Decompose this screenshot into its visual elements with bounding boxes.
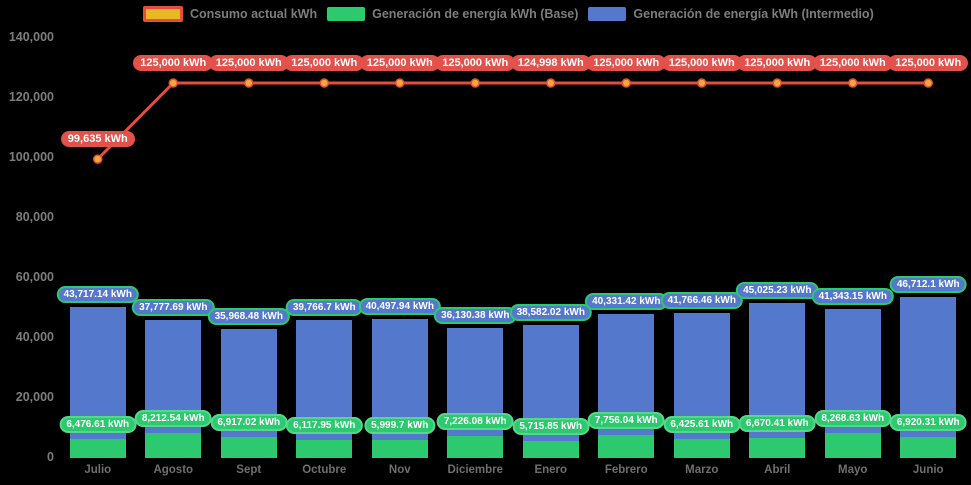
base-value-label: 7,756.04 kWh <box>587 411 665 429</box>
consumption-point-marker[interactable] <box>395 78 405 88</box>
intermedio-value-label: 43,717.14 kWh <box>56 286 139 304</box>
x-axis-month-label: Nov <box>388 464 411 476</box>
x-axis-month-label: Marzo <box>685 464 719 476</box>
consumption-point-marker[interactable] <box>470 78 480 88</box>
consumption-value-label: 125,000 kWh <box>435 55 516 71</box>
consumption-point-marker[interactable] <box>923 78 933 88</box>
base-value-label: 8,212.54 kWh <box>134 410 212 428</box>
bar-segment-base[interactable] <box>824 433 881 458</box>
consumption-value-label: 125,000 kWh <box>359 55 440 71</box>
consumption-point-marker[interactable] <box>697 78 707 88</box>
intermedio-value-label: 40,331.42 kWh <box>585 292 668 310</box>
consumption-point-marker[interactable] <box>546 78 556 88</box>
x-axis-month-label: Sept <box>236 464 262 476</box>
intermedio-series-swatch-icon <box>588 7 627 21</box>
consumption-value-label: 125,000 kWh <box>661 55 742 71</box>
base-value-label: 7,226.08 kWh <box>436 413 514 431</box>
intermedio-value-label: 40,497.94 kWh <box>358 297 441 315</box>
consumption-point-marker[interactable] <box>621 78 631 88</box>
intermedio-value-label: 35,968.48 kWh <box>207 308 290 326</box>
legend-item-consumo-actual[interactable]: Consumo actual kWh <box>143 6 317 22</box>
intermedio-value-label: 38,582.02 kWh <box>509 304 592 322</box>
y-axis-tick-label: 20,000 <box>15 390 54 404</box>
bar-segment-base[interactable] <box>145 433 202 458</box>
chart-legend: Consumo actual kWh Generación de energía… <box>143 6 874 22</box>
bar-segment-base[interactable] <box>900 437 957 458</box>
legend-label-generacion-base: Generación de energía kWh (Base) <box>372 7 579 21</box>
consumption-value-label: 125,000 kWh <box>888 55 969 71</box>
legend-item-generacion-intermedio[interactable]: Generación de energía kWh (Intermedio) <box>588 7 874 21</box>
x-axis-month-label: Enero <box>534 464 568 476</box>
base-value-label: 5,999.7 kWh <box>364 417 436 434</box>
bar-segment-base[interactable] <box>673 438 730 458</box>
consumption-value-label: 125,000 kWh <box>812 55 893 71</box>
x-axis-month-label: Agosto <box>153 464 194 476</box>
legend-label-consumo-actual: Consumo actual kWh <box>190 7 318 21</box>
base-value-label: 6,917.02 kWh <box>210 414 288 432</box>
intermedio-value-label: 41,766.46 kWh <box>660 292 743 310</box>
y-axis-tick-label: 100,000 <box>8 150 54 164</box>
consumption-value-label: 125,000 kWh <box>737 55 818 71</box>
intermedio-value-label: 36,130.38 kWh <box>434 306 517 324</box>
x-axis-month-label: Junio <box>912 464 944 476</box>
bar-segment-intermedio[interactable] <box>900 297 957 438</box>
base-value-label: 6,670.41 kWh <box>738 414 816 432</box>
consumption-value-label: 125,000 kWh <box>586 55 667 71</box>
base-value-label: 5,715.85 kWh <box>512 417 590 435</box>
base-value-label: 6,920.31 kWh <box>889 414 967 432</box>
x-axis-month-label: Mayo <box>838 464 868 476</box>
x-axis-month-label: Diciembre <box>447 464 504 476</box>
bar-segment-base[interactable] <box>296 439 353 458</box>
consumption-point-marker[interactable] <box>319 78 329 88</box>
x-axis-month-label: Abril <box>764 464 791 476</box>
consumption-value-label: 125,000 kWh <box>133 55 214 71</box>
x-axis-month-label: Febrero <box>604 464 648 476</box>
y-axis-tick-label: 40,000 <box>15 330 54 344</box>
bar-segment-base[interactable] <box>598 434 655 458</box>
consumption-point-marker[interactable] <box>244 78 254 88</box>
intermedio-value-label: 45,025.23 kWh <box>736 281 819 299</box>
base-value-label: 6,117.95 kWh <box>286 416 363 434</box>
consumption-line-path <box>96 81 929 161</box>
x-axis-month-label: Julio <box>84 464 112 476</box>
bar-segment-base[interactable] <box>522 440 579 458</box>
legend-label-generacion-intermedio: Generación de energía kWh (Intermedio) <box>633 7 874 21</box>
consumption-point-marker[interactable] <box>93 154 103 164</box>
y-axis-tick-label: 60,000 <box>15 270 54 284</box>
x-axis-month-label: Octubre <box>302 464 347 476</box>
base-value-label: 6,476.61 kWh <box>59 415 137 433</box>
consumption-point-marker[interactable] <box>848 78 858 88</box>
y-axis-tick-label: 120,000 <box>8 90 54 104</box>
intermedio-value-label: 46,712.1 kWh <box>889 276 967 294</box>
consumption-point-marker[interactable] <box>772 78 782 88</box>
legend-item-generacion-base[interactable]: Generación de energía kWh (Base) <box>327 7 578 21</box>
intermedio-value-label: 37,777.69 kWh <box>132 299 215 317</box>
base-series-swatch-icon <box>327 7 366 21</box>
consumption-point-marker[interactable] <box>168 78 178 88</box>
bar-segment-base[interactable] <box>447 436 504 458</box>
line-series-swatch-icon <box>143 6 183 22</box>
intermedio-value-label: 41,343.15 kWh <box>811 288 894 306</box>
bar-segment-base[interactable] <box>749 437 806 458</box>
base-value-label: 6,425.61 kWh <box>663 415 741 433</box>
consumption-value-label: 125,000 kWh <box>284 55 365 71</box>
consumption-value-label: 99,635 kWh <box>60 131 135 148</box>
y-axis-tick-label: 80,000 <box>15 210 54 224</box>
bar-segment-base[interactable] <box>69 438 126 458</box>
y-axis-tick-label: 140,000 <box>8 30 54 44</box>
intermedio-value-label: 39,766.7 kWh <box>285 299 363 317</box>
base-value-label: 8,268.63 kWh <box>814 410 892 428</box>
bar-segment-base[interactable] <box>371 440 428 458</box>
bar-segment-base[interactable] <box>220 437 277 458</box>
consumption-value-label: 125,000 kWh <box>208 55 289 71</box>
y-axis-tick-label: 0 <box>47 450 54 464</box>
consumption-value-label: 124,998 kWh <box>510 55 591 71</box>
